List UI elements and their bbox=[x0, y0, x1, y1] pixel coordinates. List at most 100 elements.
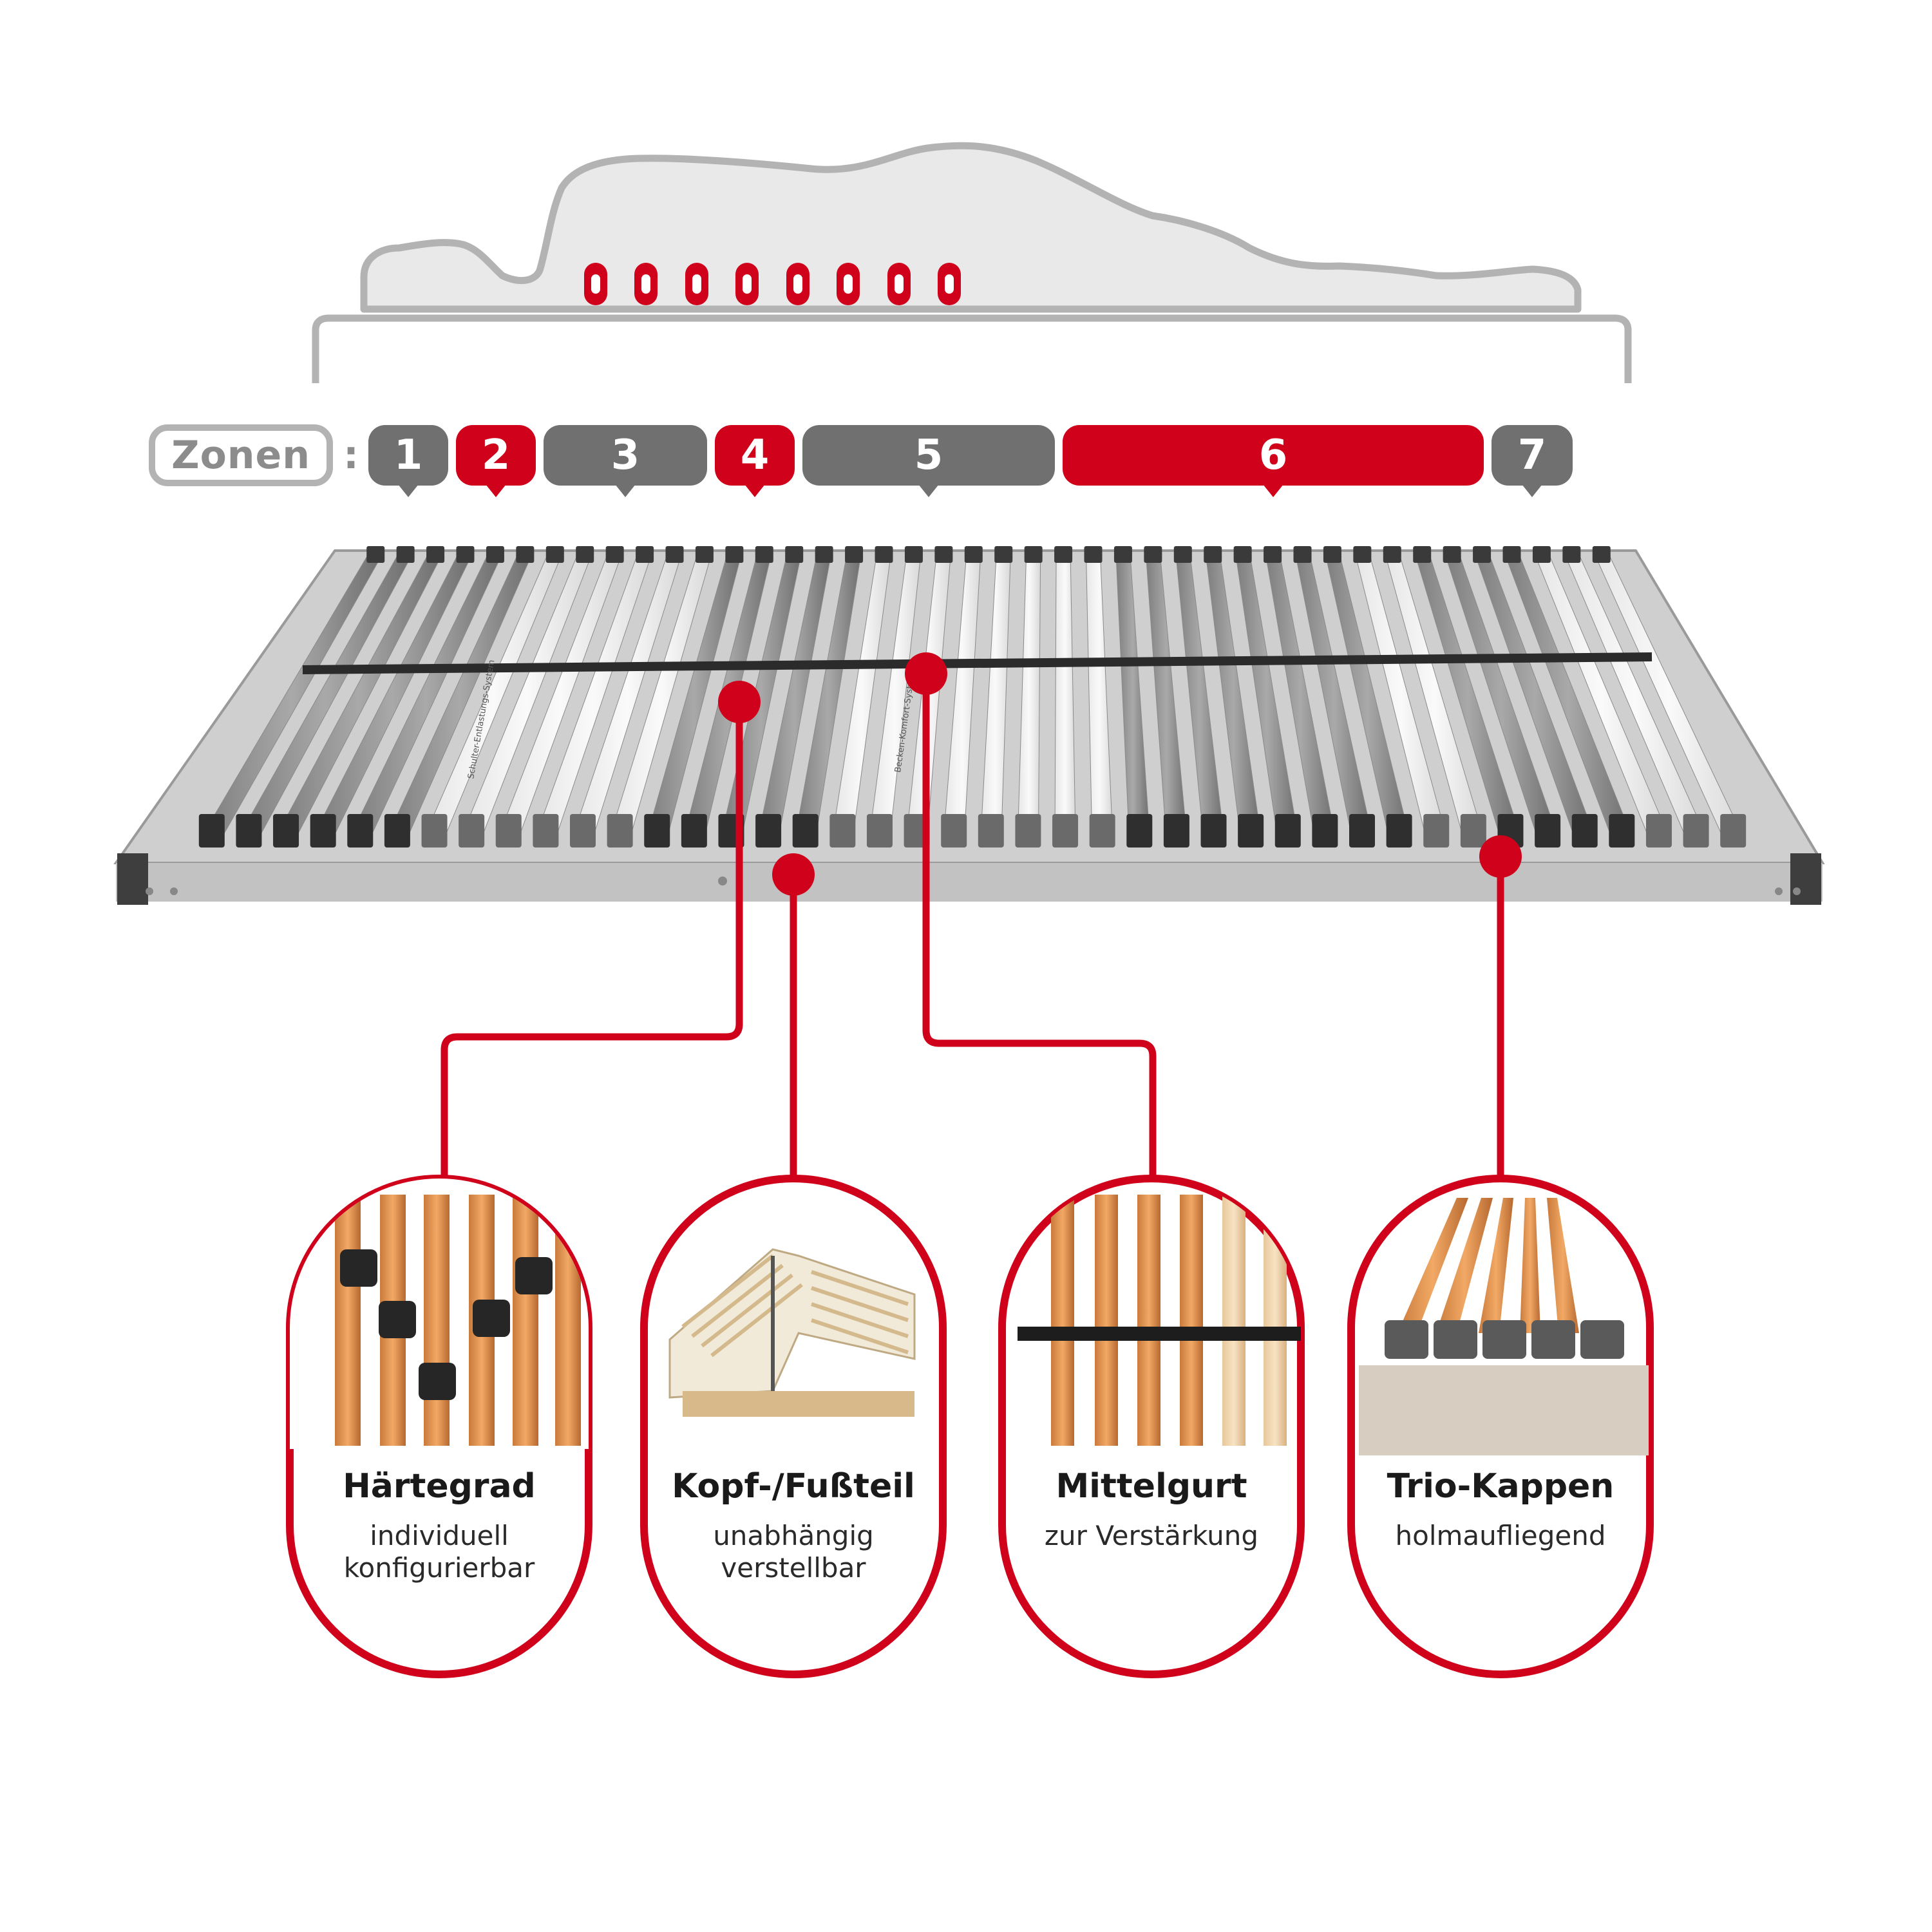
slat-cap bbox=[1349, 814, 1375, 848]
zones-label: Zonen bbox=[171, 433, 310, 478]
slat-cap bbox=[829, 814, 856, 848]
slat-cap bbox=[978, 814, 1004, 848]
feature-title-haertegrad: Härtegrad bbox=[343, 1467, 536, 1506]
zone-number-1: 1 bbox=[393, 431, 423, 479]
slat-cap bbox=[366, 546, 385, 563]
slat-cap bbox=[1312, 814, 1338, 848]
slat-cap bbox=[1386, 814, 1412, 848]
slat-cap bbox=[1173, 546, 1192, 563]
zone-legend bbox=[149, 424, 1573, 497]
zone-number-3: 3 bbox=[611, 431, 640, 479]
slat-cap bbox=[1089, 814, 1115, 848]
feature-subtitle-line: verstellbar bbox=[721, 1552, 866, 1584]
feature-title-kopf-fussteil: Kopf-/Fußteil bbox=[672, 1467, 915, 1506]
slat-cap bbox=[516, 546, 535, 563]
slat-cap bbox=[347, 814, 374, 848]
slat-cap bbox=[1054, 546, 1073, 563]
slat-cap bbox=[644, 814, 670, 848]
zone-tag-6 bbox=[1063, 425, 1484, 497]
zone-number-7: 7 bbox=[1517, 431, 1547, 479]
slat-cap bbox=[570, 814, 596, 848]
slat-cap bbox=[1113, 546, 1132, 563]
feature-title-mittelgurt: Mittelgurt bbox=[1056, 1467, 1247, 1506]
slat-cap bbox=[866, 814, 893, 848]
slat-cap bbox=[1163, 814, 1189, 848]
slat-cap bbox=[1645, 814, 1672, 848]
slat-cap bbox=[236, 814, 262, 848]
feature-subtitle-kopf-fussteil: unabhängig verstellbar bbox=[658, 1520, 929, 1584]
slat-cap bbox=[1423, 814, 1450, 848]
slat-cap bbox=[576, 546, 594, 563]
callout-dot-kopf-fussteil bbox=[772, 853, 815, 896]
slat-cap bbox=[941, 814, 967, 848]
slat-cap bbox=[1592, 546, 1611, 563]
zone-tag-3 bbox=[544, 425, 707, 497]
slat-cap bbox=[426, 546, 445, 563]
slat-cap bbox=[681, 814, 707, 848]
pressure-point-indicators bbox=[584, 263, 961, 305]
slat-cap bbox=[421, 814, 448, 848]
slat-cap bbox=[486, 546, 504, 563]
slat-cap bbox=[1683, 814, 1709, 848]
slat-cap bbox=[1571, 814, 1598, 848]
zone-number-4: 4 bbox=[740, 431, 770, 479]
slat-cap bbox=[605, 546, 624, 563]
feature-subtitle-mittelgurt: zur Verstärkung bbox=[1016, 1520, 1287, 1552]
slat-cap bbox=[792, 814, 819, 848]
zone-number-2: 2 bbox=[481, 431, 511, 479]
slat-cap bbox=[459, 814, 485, 848]
slat-cap bbox=[1264, 546, 1282, 563]
slat-cap bbox=[1460, 814, 1486, 848]
feature-card-mittelgurt bbox=[998, 1175, 1305, 1678]
slat-cap bbox=[1274, 814, 1301, 848]
hardness-slider-icon bbox=[340, 1249, 377, 1287]
feature-subtitle-line: konfigurierbar bbox=[343, 1552, 535, 1584]
slat-cap bbox=[845, 546, 864, 563]
callout-dot-mittelgurt bbox=[905, 652, 947, 695]
zone-tag-4 bbox=[715, 425, 795, 497]
slat-cap bbox=[695, 546, 714, 563]
slat-cap bbox=[665, 546, 684, 563]
slat-cap bbox=[1052, 814, 1079, 848]
callout-dot-trio-kappen bbox=[1479, 835, 1522, 878]
zone-number-6: 6 bbox=[1258, 431, 1288, 479]
slat-group bbox=[198, 546, 1747, 848]
slat-cap bbox=[636, 546, 654, 563]
slat-cap bbox=[1204, 546, 1222, 563]
slat-cap bbox=[964, 546, 983, 563]
slat-cap bbox=[384, 814, 410, 848]
slat-cap bbox=[1532, 546, 1551, 563]
zone-tag-7 bbox=[1492, 425, 1573, 497]
slat-cap bbox=[1535, 814, 1561, 848]
slat-cap bbox=[456, 546, 475, 563]
slat-cap bbox=[1720, 814, 1747, 848]
slat-cap bbox=[1126, 814, 1153, 848]
slat-cap bbox=[1413, 546, 1432, 563]
slat-cap bbox=[755, 546, 773, 563]
feature-card-trio-kappen bbox=[1347, 1175, 1654, 1678]
center-strap-icon bbox=[1018, 1327, 1301, 1341]
slat-cap bbox=[273, 814, 299, 848]
slat-cap bbox=[396, 546, 415, 563]
slat-cap bbox=[1383, 546, 1401, 563]
slat-cap bbox=[1015, 814, 1041, 848]
slat-cap bbox=[785, 546, 804, 563]
slat-cap bbox=[1024, 546, 1043, 563]
zones-label-box bbox=[149, 424, 333, 486]
slat-cap bbox=[545, 546, 564, 563]
feature-subtitle-line: holmaufliegend bbox=[1395, 1520, 1606, 1551]
slat-cap bbox=[310, 814, 336, 848]
slat-cap bbox=[198, 814, 225, 848]
callout-lines bbox=[440, 674, 1504, 1179]
slat-cap bbox=[1443, 546, 1461, 563]
slat-cap bbox=[904, 546, 923, 563]
slat-cap bbox=[1238, 814, 1264, 848]
zone-number-5: 5 bbox=[914, 431, 943, 479]
feature-subtitle-line: individuell bbox=[370, 1520, 509, 1551]
zones-separator: : bbox=[343, 433, 359, 478]
slat-cap bbox=[1144, 546, 1162, 563]
slat-cap bbox=[934, 546, 953, 563]
slat-cap bbox=[1293, 546, 1312, 563]
slat-cap bbox=[1323, 546, 1341, 563]
